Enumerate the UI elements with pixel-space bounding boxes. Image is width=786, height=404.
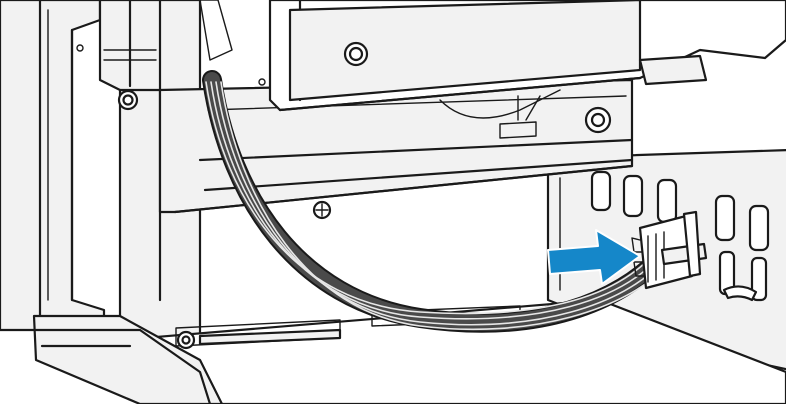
internal-mechanism [439,89,561,139]
chassis-left-wall [0,0,106,332]
base-bracket [32,314,224,404]
bay-screw [312,200,332,220]
vent-slots [590,170,770,302]
cable-bundle [202,70,670,333]
drive-assembly [199,0,786,112]
direction-arrow-icon [547,229,641,285]
cable-connector [631,210,708,290]
